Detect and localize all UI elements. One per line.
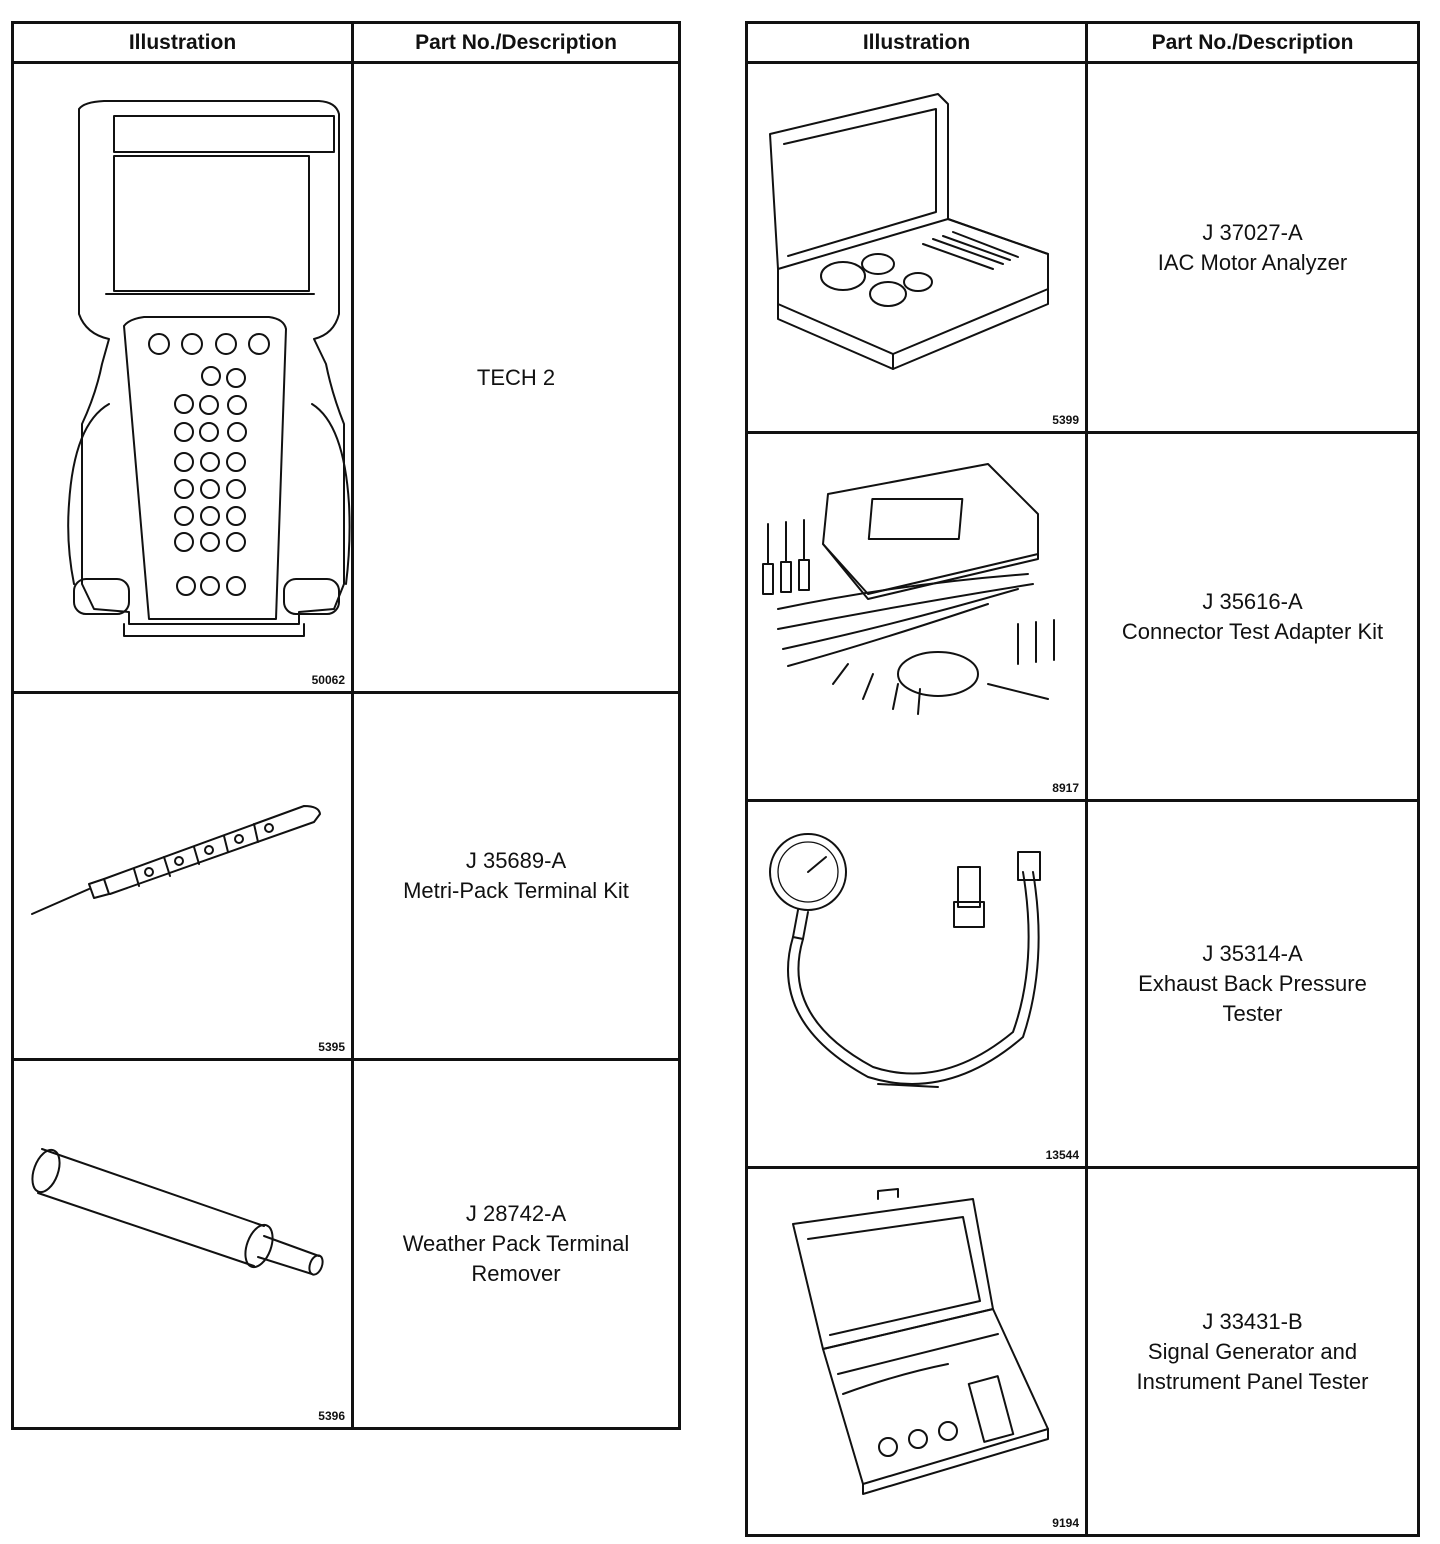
terminal-remover-icon	[31, 1148, 324, 1276]
part-description: Tester	[1222, 1001, 1283, 1026]
figure-number: 13544	[1045, 1148, 1079, 1162]
figure-number: 8917	[1052, 781, 1079, 795]
part-description: Signal Generator and	[1147, 1338, 1358, 1364]
terminal-tool-icon	[31, 805, 321, 915]
part-number: J 33431-B	[1202, 1308, 1303, 1334]
description-cell: J 33431-B Signal Generator and Instrumen…	[1088, 1169, 1417, 1534]
description-cell: J 28742-A Weather Pack Terminal Remover	[354, 1061, 678, 1427]
figure-number: 5395	[318, 1040, 345, 1054]
illustration-cell: 8917	[748, 434, 1085, 799]
column-header-description: Part No./Description	[1088, 24, 1417, 64]
illustration-cell: 5395	[14, 694, 351, 1058]
part-description: Metri-Pack Terminal Kit	[403, 878, 629, 903]
description-cell: TECH 2	[354, 64, 678, 691]
column-header-illustration: Illustration	[748, 24, 1085, 64]
illustration-cell: 13544	[748, 802, 1085, 1166]
figure-number: 9194	[1052, 1516, 1079, 1530]
part-description: Weather Pack Terminal	[402, 1231, 630, 1256]
part-description: Instrument Panel Tester	[1136, 1368, 1369, 1394]
part-description: TECH 2	[476, 364, 556, 390]
part-number: J 35314-A	[1202, 941, 1303, 966]
illustration-cell: 50062	[14, 64, 351, 691]
part-number: J 37027-A	[1202, 219, 1303, 245]
pressure-gauge-icon	[769, 833, 1041, 1088]
part-number: J 35616-A	[1202, 588, 1303, 614]
illustration-cell: 5396	[14, 1061, 351, 1427]
scan-tool-icon	[67, 100, 351, 637]
figure-number: 50062	[311, 673, 345, 687]
part-number: J 28742-A	[465, 1201, 567, 1226]
column-divider	[1085, 24, 1088, 1534]
description-cell: J 35689-A Metri-Pack Terminal Kit	[354, 694, 678, 1058]
row-divider	[748, 1166, 1417, 1169]
column-divider	[351, 24, 354, 1427]
part-description: Connector Test Adapter Kit	[1121, 618, 1384, 644]
tools-table-right: Illustration Part No./Description 5399 J…	[745, 21, 1420, 1537]
part-description: IAC Motor Analyzer	[1157, 249, 1348, 275]
description-cell: J 35616-A Connector Test Adapter Kit	[1088, 434, 1417, 799]
row-divider	[748, 431, 1417, 434]
part-description: Remover	[471, 1261, 561, 1286]
tools-table-left: Illustration Part No./Description 5	[11, 21, 681, 1430]
row-divider	[14, 1058, 678, 1061]
column-header-illustration: Illustration	[14, 24, 351, 64]
column-header-description: Part No./Description	[354, 24, 678, 64]
adapter-kit-icon	[762, 463, 1055, 715]
signal-generator-case-icon	[792, 1188, 1049, 1495]
figure-number: 5396	[318, 1409, 345, 1423]
illustration-cell: 9194	[748, 1169, 1085, 1534]
analyzer-case-icon	[769, 93, 1049, 370]
row-divider	[748, 799, 1417, 802]
row-divider	[14, 691, 678, 694]
figure-number: 5399	[1052, 413, 1079, 427]
description-cell: J 35314-A Exhaust Back Pressure Tester	[1088, 802, 1417, 1166]
description-cell: J 37027-A IAC Motor Analyzer	[1088, 64, 1417, 431]
part-description: Exhaust Back Pressure	[1138, 971, 1367, 996]
illustration-cell: 5399	[748, 64, 1085, 431]
part-number: J 35689-A	[465, 848, 567, 873]
